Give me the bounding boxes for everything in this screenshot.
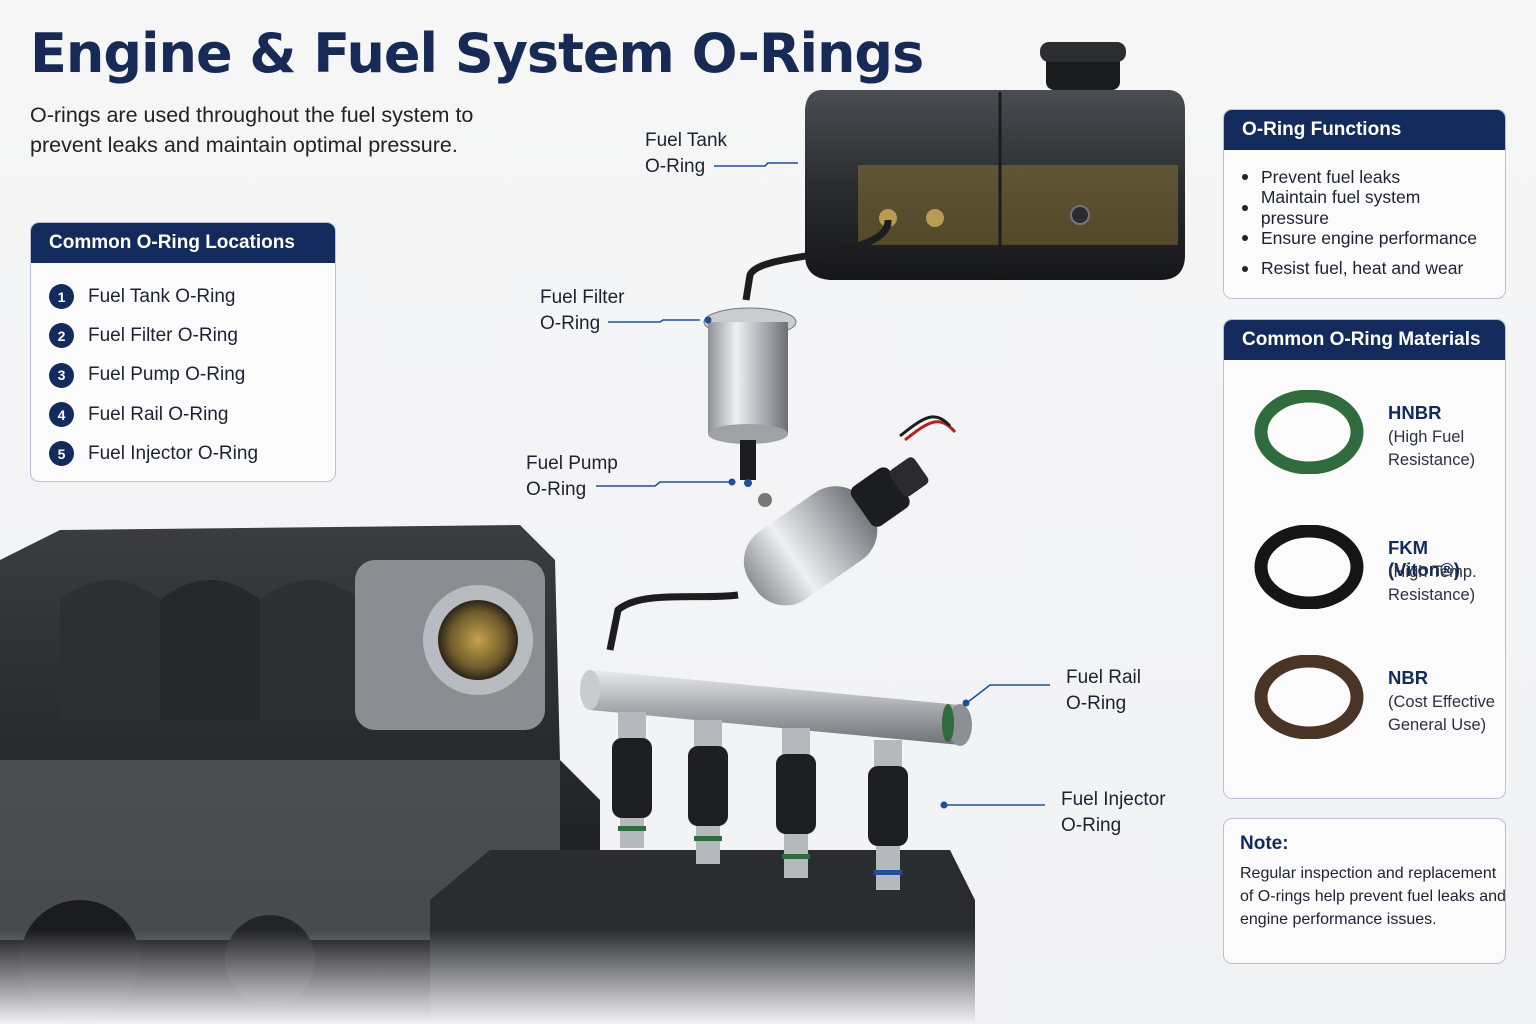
material-name: FKM (Viton®) — [1388, 537, 1460, 580]
callout-line1: Fuel Pump — [526, 453, 618, 474]
locations-heading: Common O-Ring Locations — [31, 223, 335, 263]
callout-line1: Fuel Tank — [645, 130, 728, 151]
functions-list: Prevent fuel leaks Maintain fuel system … — [1224, 150, 1505, 284]
location-number: 1 — [49, 284, 74, 310]
function-item: Ensure engine performance — [1242, 223, 1487, 254]
callout-fuel-tank: Fuel Tank O-Ring — [645, 128, 727, 180]
function-item: Prevent fuel leaks — [1242, 162, 1487, 193]
callout-line2: O-Ring — [1061, 815, 1122, 836]
page-title: Engine & Fuel System O-Rings — [30, 22, 924, 85]
location-label: Fuel Filter O-Ring — [88, 324, 238, 346]
note-heading: Note: — [1240, 833, 1289, 854]
functions-heading: O-Ring Functions — [1224, 110, 1505, 150]
callout-line1: Fuel Filter — [540, 287, 625, 308]
location-label: Fuel Injector O-Ring — [88, 442, 259, 464]
function-item: Maintain fuel system pressure — [1242, 187, 1487, 228]
nbr-ring-icon — [1254, 655, 1364, 739]
material-fkm: FKM (Viton®) (High Temp.Resistance) — [1224, 525, 1505, 645]
location-item: 2 Fuel Filter O-Ring — [49, 316, 317, 355]
material-desc: (High Temp.Resistance) — [1388, 563, 1477, 604]
callout-lines — [596, 162, 1050, 809]
fkm-ring-icon — [1254, 525, 1364, 609]
location-item: 3 Fuel Pump O-Ring — [49, 356, 317, 395]
functions-card: O-Ring Functions Prevent fuel leaks Main… — [1223, 109, 1506, 299]
callout-line2: O-Ring — [645, 156, 706, 177]
callout-line1: Fuel Rail — [1066, 667, 1141, 688]
fuel-filter — [703, 307, 797, 487]
callout-fuel-injector: Fuel Injector O-Ring — [1061, 787, 1166, 839]
location-number: 5 — [49, 441, 74, 467]
fuel-injectors — [612, 712, 908, 890]
callout-line2: O-Ring — [1066, 693, 1127, 714]
function-item: Resist fuel, heat and wear — [1242, 254, 1487, 285]
callout-line2: O-Ring — [526, 479, 587, 500]
callout-fuel-pump: Fuel Pump O-Ring — [526, 451, 618, 503]
callout-line2: O-Ring — [540, 313, 601, 334]
locations-card: Common O-Ring Locations 1 Fuel Tank O-Rin… — [30, 222, 336, 482]
location-item: 1 Fuel Tank O-Ring — [49, 277, 317, 316]
location-item: 4 Fuel Rail O-Ring — [49, 395, 317, 434]
material-name: NBR — [1388, 667, 1429, 688]
location-label: Fuel Pump O-Ring — [88, 364, 246, 386]
hnbr-ring-icon — [1254, 390, 1364, 474]
location-label: Fuel Tank O-Ring — [88, 285, 236, 307]
page-subtitle: O-rings are used throughout the fuel sys… — [30, 103, 474, 157]
fuel-rail — [580, 670, 972, 746]
materials-heading: Common O-Ring Materials — [1224, 320, 1505, 360]
callout-fuel-rail: Fuel Rail O-Ring — [1066, 665, 1141, 717]
location-number: 3 — [49, 362, 74, 388]
fuel-tank — [805, 42, 1185, 280]
material-name: HNBR — [1388, 402, 1442, 423]
fuel-pump — [743, 415, 957, 606]
location-label: Fuel Rail O-Ring — [88, 403, 229, 425]
location-item: 5 Fuel Injector O-Ring — [49, 434, 317, 473]
location-number: 2 — [49, 323, 74, 349]
note-text: Regular inspection and replacement of O-… — [1240, 865, 1506, 928]
callout-fuel-filter: Fuel Filter O-Ring — [540, 285, 624, 337]
note-card: Note: Regular inspection and replacement… — [1223, 818, 1506, 964]
callout-line1: Fuel Injector — [1061, 789, 1166, 810]
location-number: 4 — [49, 402, 74, 428]
